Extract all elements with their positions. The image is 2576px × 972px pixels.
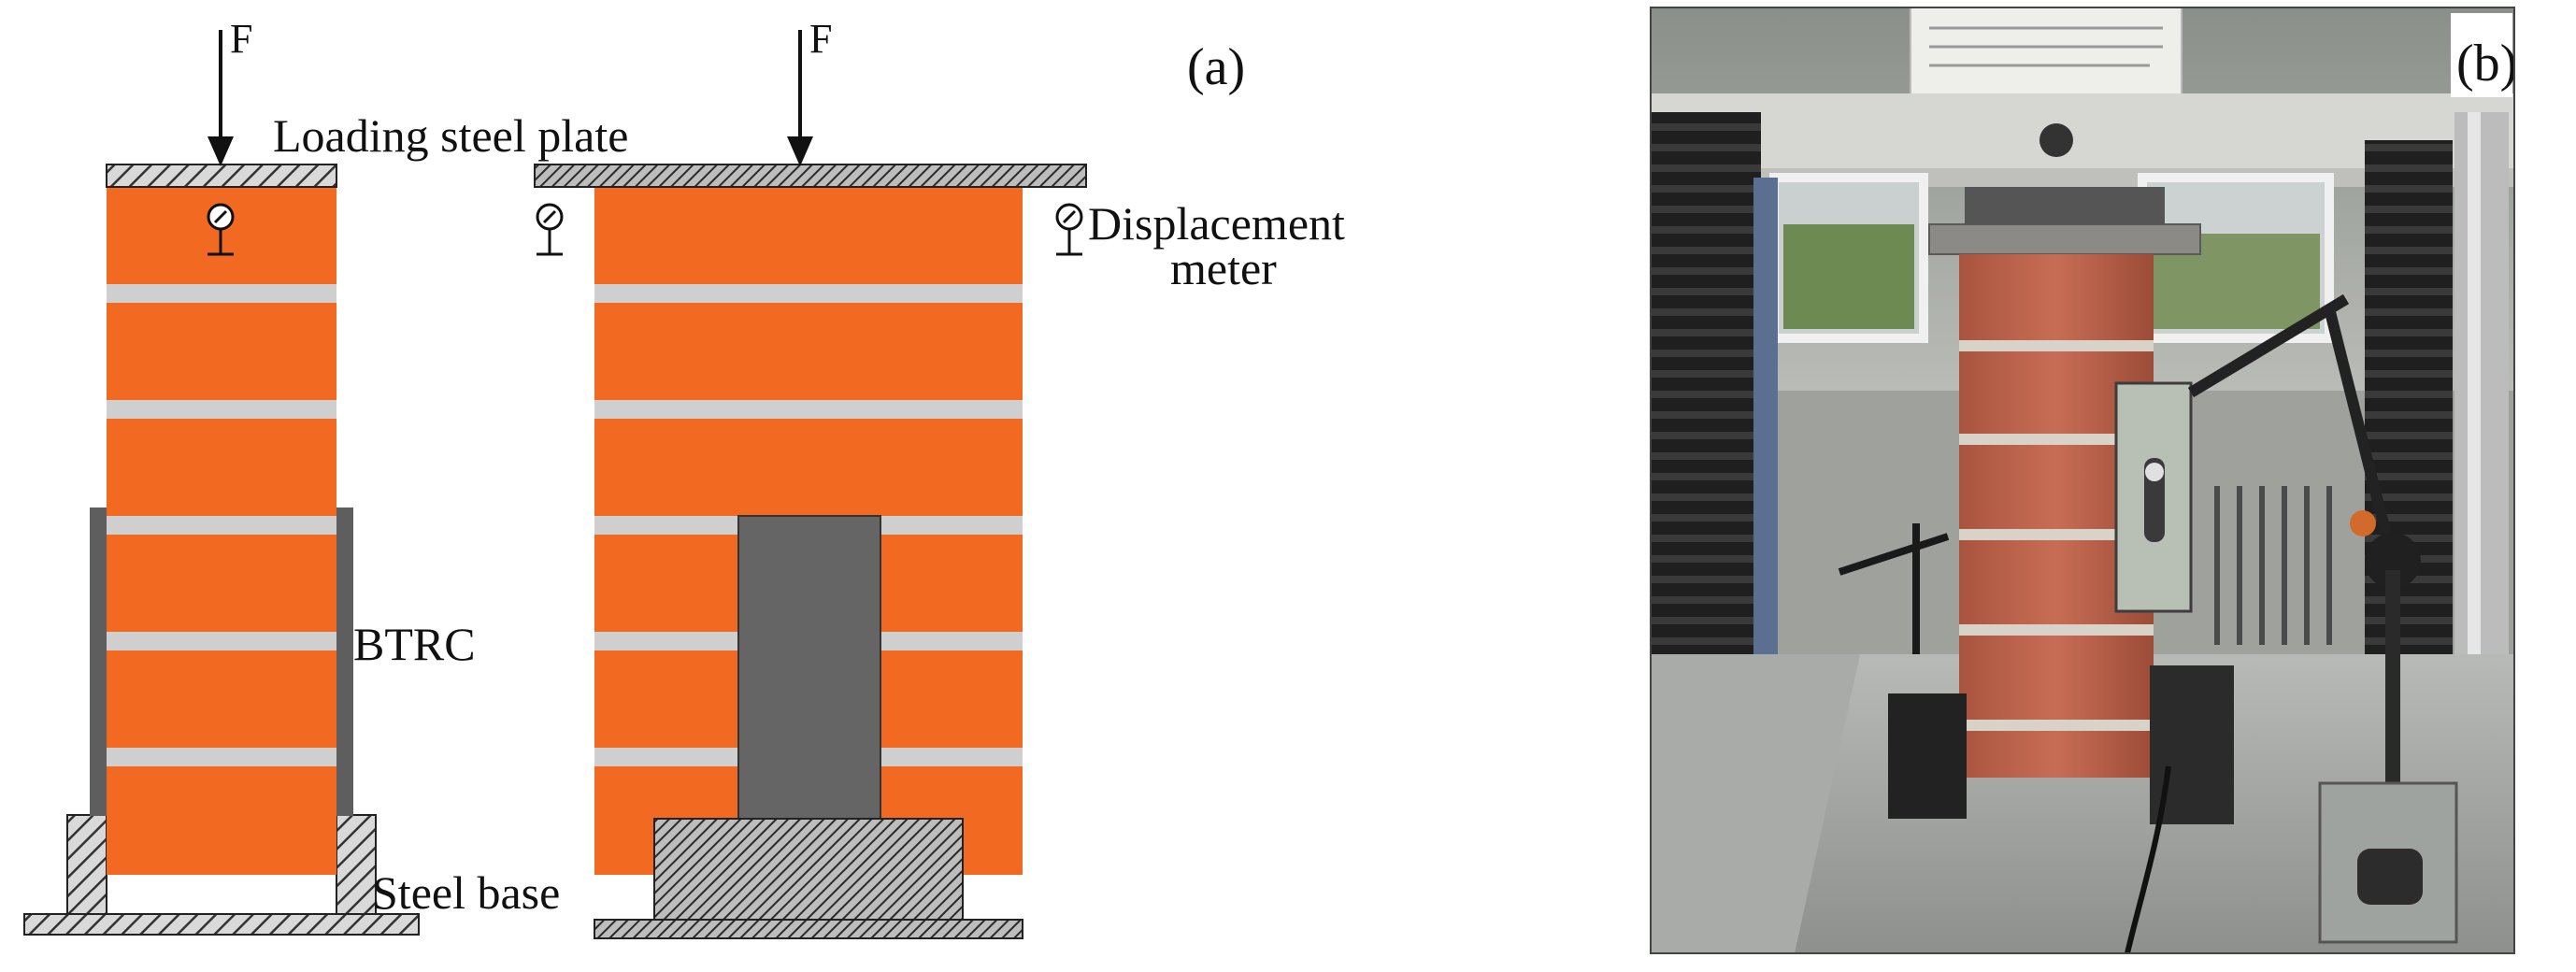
- btrc-label: BTRC: [353, 618, 476, 670]
- right-bottom-plate: [594, 919, 1023, 939]
- displacement-meter-icon: [207, 203, 235, 256]
- photo-cable: [2125, 765, 2171, 954]
- panel-b-label-box: [2451, 13, 2512, 97]
- left-specimen: [23, 30, 420, 936]
- loading-plate-label: Loading steel plate: [273, 109, 628, 162]
- right-mortar-2: [594, 400, 1023, 419]
- left-mortar-4: [107, 632, 336, 650]
- panel-b-label: (b): [2456, 35, 2517, 93]
- displacement-meter-left-icon: [536, 203, 564, 256]
- force-label-left: F: [230, 16, 252, 62]
- right-brick-3: [594, 419, 1023, 516]
- force-arrow-icon: [208, 30, 234, 166]
- machine-column-right: [2365, 140, 2453, 720]
- right-brick-2: [594, 303, 1023, 400]
- right-loading-plate: [534, 164, 1087, 188]
- left-btrc-sheet-right: [336, 507, 353, 816]
- displacement-meter-label-line2: meter: [1170, 242, 1277, 294]
- right-brick-1: [594, 187, 1023, 284]
- left-loading-plate: [106, 164, 337, 188]
- panel-a-label: (a): [1187, 38, 1245, 96]
- displacement-meter-label: Displacement: [1088, 197, 1345, 250]
- left-steel-base-block-left: [66, 814, 107, 915]
- right-mortar-1: [594, 284, 1023, 303]
- left-mortar-5: [107, 748, 336, 766]
- left-brick-5: [107, 650, 336, 748]
- force-arrow-right-icon: [787, 30, 813, 166]
- force-label-right: F: [809, 16, 832, 62]
- left-steel-base-block-right: [336, 814, 377, 915]
- left-brick-4: [107, 535, 336, 632]
- photo-loading-plate: [1928, 223, 2201, 255]
- left-bottom-plate: [23, 913, 420, 936]
- right-inner-column: [737, 515, 881, 823]
- left-brick-3: [107, 419, 336, 516]
- test-table: [1651, 654, 2514, 953]
- steel-base-label: Steel base: [372, 866, 560, 919]
- dial-gauge-icon: [2114, 293, 2421, 794]
- left-mortar-1: [107, 284, 336, 303]
- left-mortar-2: [107, 400, 336, 419]
- rack-bars: [2214, 486, 2332, 645]
- left-brick-6: [107, 766, 336, 875]
- wall-notice: [1910, 7, 2182, 96]
- panel-a-diagram: F F Loading steel plate Displacement met…: [23, 16, 1345, 939]
- magnetic-base-icon: [2318, 781, 2458, 944]
- left-btrc-sheet-left: [90, 507, 107, 816]
- displacement-meter-right-icon: [1055, 203, 1083, 256]
- left-brick-2: [107, 303, 336, 400]
- right-specimen: [534, 30, 1087, 939]
- left-mortar-3: [107, 516, 336, 535]
- photo-base-block-left: [1888, 693, 1967, 819]
- panel-b-photo: (b): [1650, 7, 2517, 954]
- right-steel-base: [653, 818, 964, 921]
